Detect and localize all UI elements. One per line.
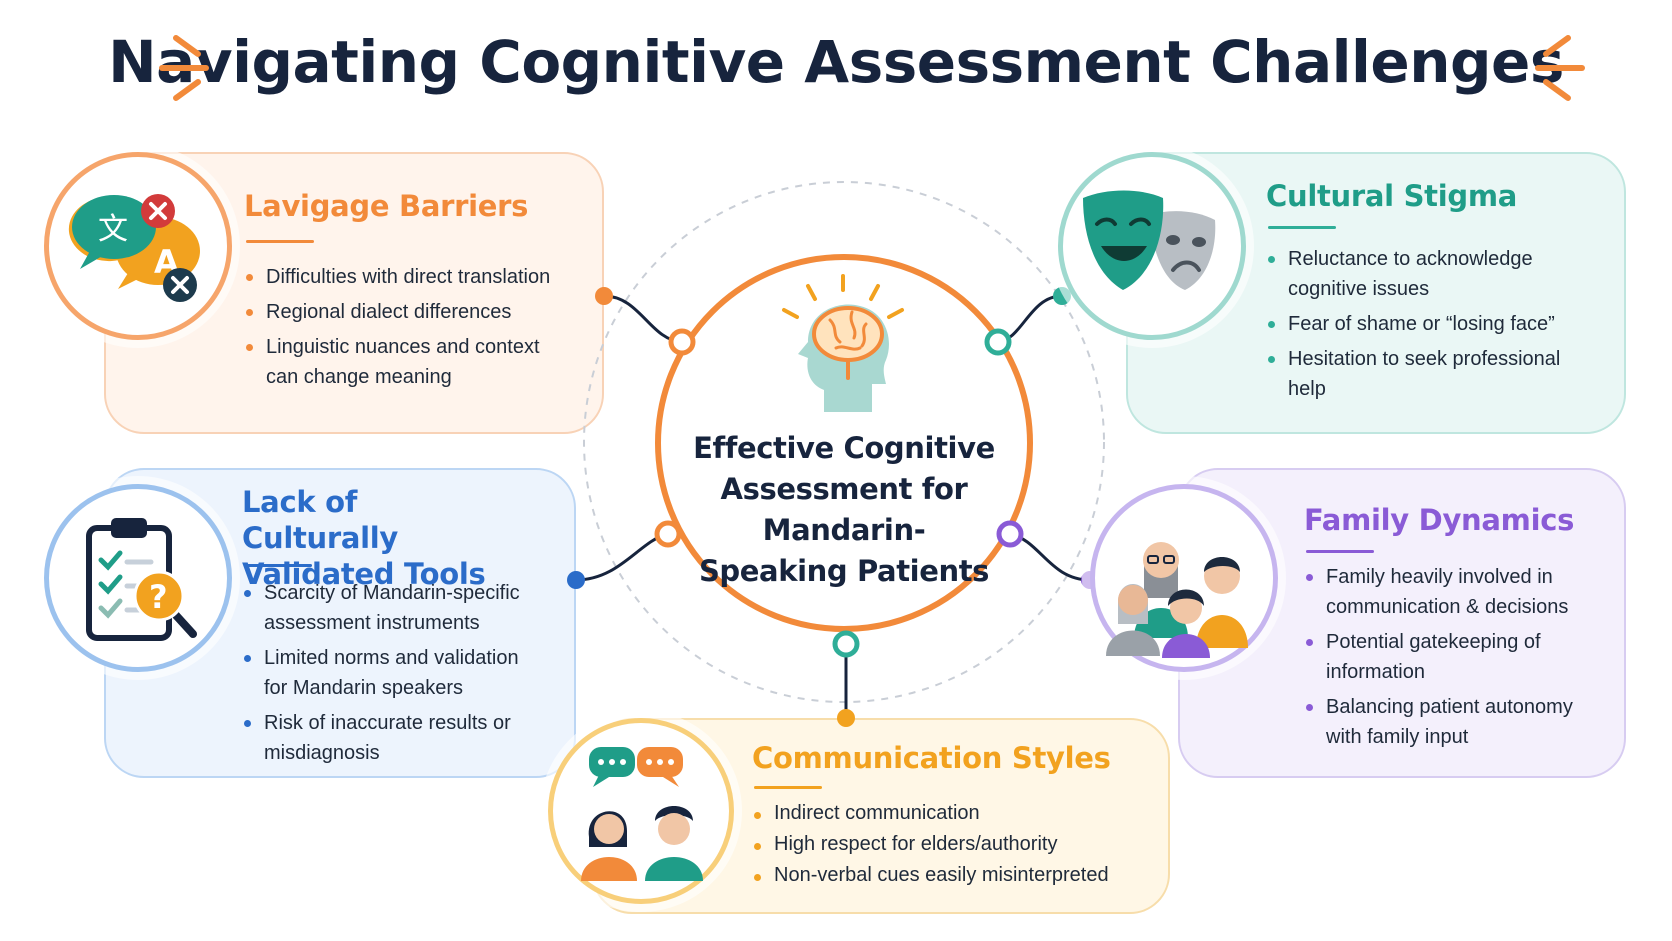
list-item: Family heavily involved in communication… xyxy=(1304,562,1604,622)
hub-label: Effective Cognitive Assessment for Manda… xyxy=(693,431,995,588)
list-item: Non-verbal cues easily misinterpreted xyxy=(752,862,1132,888)
hub-node-blue xyxy=(654,520,682,548)
tools-card-title: Lack of Culturally Validated Tools xyxy=(242,485,486,591)
burst-icon-left xyxy=(159,35,209,101)
family-card-title: Family Dynamics xyxy=(1304,503,1575,537)
family-group-icon xyxy=(1106,542,1248,658)
language-card-rule xyxy=(246,240,314,243)
list-item: Linguistic nuances and context can chang… xyxy=(244,332,564,392)
svg-text:?: ? xyxy=(149,578,168,616)
communication-card-points: Indirect communication High respect for … xyxy=(752,800,1132,893)
conversation-people-icon xyxy=(581,747,703,881)
list-item: Scarcity of Mandarin-specific assessment… xyxy=(242,578,542,638)
family-card-points: Family heavily involved in communication… xyxy=(1304,562,1604,757)
page-title: Navigating Cognitive Assessment Challeng… xyxy=(108,28,1564,96)
language-card-points: Difficulties with direct translation Reg… xyxy=(244,262,564,397)
communication-card-title: Communication Styles xyxy=(752,741,1111,775)
language-icon-circle: 文 A xyxy=(44,152,232,340)
brain-head-icon xyxy=(782,274,904,412)
communication-icon-circle xyxy=(548,718,734,904)
list-item: Fear of shame or “losing face” xyxy=(1266,309,1586,339)
list-item: Limited norms and validation for Mandari… xyxy=(242,643,542,703)
stigma-icon-circle xyxy=(1058,152,1246,340)
hub-node-orange xyxy=(668,328,696,356)
hub-node-yellow xyxy=(832,630,860,658)
family-card-rule xyxy=(1306,550,1374,553)
hub-node-purple xyxy=(996,520,1024,548)
tools-card-points: Scarcity of Mandarin-specific assessment… xyxy=(242,578,542,773)
list-item: Hesitation to seek professional help xyxy=(1266,344,1586,404)
communication-card-rule xyxy=(754,786,822,789)
hub-node-teal xyxy=(984,328,1012,356)
stigma-card-title: Cultural Stigma xyxy=(1266,179,1518,213)
burst-icon-right xyxy=(1535,35,1585,101)
svg-text:文: 文 xyxy=(98,212,128,247)
clipboard-magnifier-icon: ? xyxy=(86,518,197,641)
tools-card-rule xyxy=(244,564,312,567)
list-item: Potential gatekeeping of information xyxy=(1304,627,1604,687)
list-item: Regional dialect differences xyxy=(244,297,564,327)
translation-bubbles-icon: 文 A xyxy=(68,194,200,302)
list-item: High respect for elders/authority xyxy=(752,831,1132,857)
list-item: Risk of inaccurate results or misdiagnos… xyxy=(242,708,542,768)
family-icon-circle xyxy=(1090,484,1278,672)
stigma-card-points: Reluctance to acknowledge cognitive issu… xyxy=(1266,244,1586,409)
language-card-title: Lavigage Barriers xyxy=(244,189,529,223)
theater-masks-icon xyxy=(1083,190,1216,290)
tools-icon-circle: ? xyxy=(44,484,232,672)
list-item: Balancing patient autonomy with family i… xyxy=(1304,692,1604,752)
stigma-card-rule xyxy=(1268,226,1336,229)
list-item: Indirect communication xyxy=(752,800,1132,826)
list-item: Difficulties with direct translation xyxy=(244,262,564,292)
list-item: Reluctance to acknowledge cognitive issu… xyxy=(1266,244,1586,304)
